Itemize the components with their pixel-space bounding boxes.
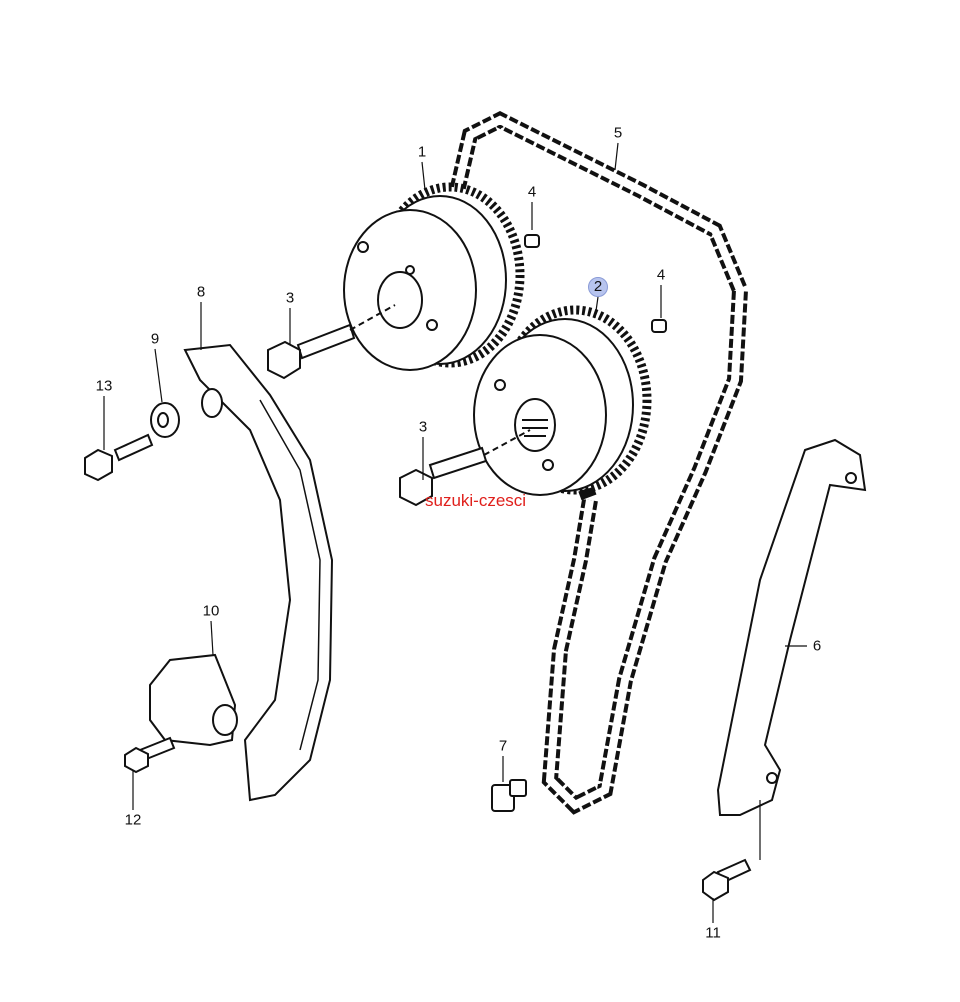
exhaust-sprocket[interactable]	[473, 305, 652, 496]
callout-13[interactable]: 13	[95, 377, 113, 395]
intake-sprocket[interactable]	[343, 182, 525, 371]
callout-7[interactable]: 7	[498, 737, 508, 755]
callout-12[interactable]: 12	[124, 811, 142, 829]
callout-2-highlighted[interactable]: 2	[588, 277, 608, 297]
bolt-11[interactable]	[702, 858, 752, 902]
pin-7[interactable]	[491, 779, 527, 812]
bolt-3-lower[interactable]	[399, 429, 531, 507]
callout-4a[interactable]: 4	[527, 183, 537, 201]
leader-lines	[103, 142, 807, 923]
callout-11[interactable]: 11	[705, 924, 721, 942]
callout-3-lower[interactable]: 3	[418, 418, 428, 436]
bolt-12[interactable]	[124, 736, 176, 774]
chain-tensioner[interactable]	[149, 653, 238, 747]
tensioner-arm[interactable]	[183, 343, 334, 802]
dowel-pin-4b[interactable]	[651, 319, 667, 333]
watermark: suzuki-czesci	[425, 491, 527, 510]
callout-4b[interactable]: 4	[656, 266, 666, 284]
washer-9[interactable]	[150, 402, 180, 438]
bolt-3-upper[interactable]	[267, 304, 396, 380]
bolt-13[interactable]	[84, 433, 154, 482]
callout-5[interactable]: 5	[613, 124, 623, 142]
callout-1[interactable]: 1	[417, 143, 427, 161]
callout-10[interactable]: 10	[202, 602, 220, 620]
dowel-pin-4a[interactable]	[524, 234, 540, 248]
callout-3-upper[interactable]: 3	[285, 289, 295, 307]
callout-6[interactable]: 6	[812, 637, 822, 655]
callout-8[interactable]: 8	[196, 283, 206, 301]
callout-9[interactable]: 9	[150, 330, 160, 348]
chain-guide[interactable]	[716, 438, 867, 816]
